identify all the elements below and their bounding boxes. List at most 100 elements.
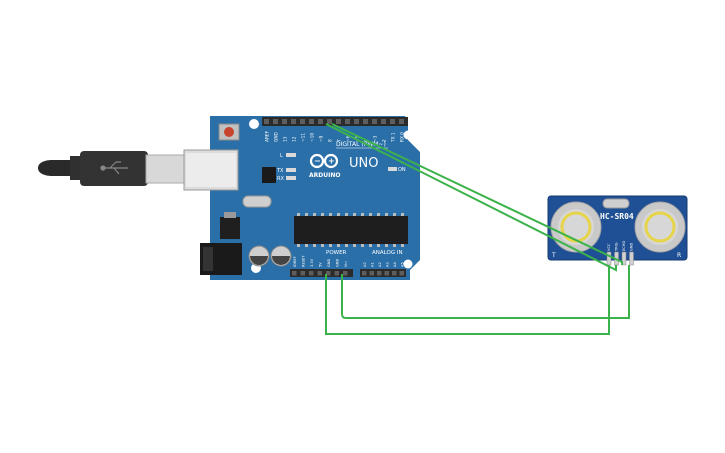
sensor-crystal	[602, 198, 630, 209]
sensor-pin-label: VCC	[607, 243, 611, 251]
digital-pin[interactable]	[282, 119, 287, 124]
wire-vcc[interactable]	[325, 265, 610, 335]
power-pin[interactable]	[292, 271, 297, 276]
analog-pin-label: A3	[385, 262, 389, 267]
digital-pin-label: 8	[328, 139, 334, 142]
voltage-regulator	[220, 217, 240, 239]
digital-pin-label: 13	[283, 136, 289, 142]
sensor-mark-t: T	[551, 252, 556, 259]
digital-pin-label: ~10	[310, 133, 316, 142]
led-l-label: L	[280, 153, 283, 159]
digital-pin[interactable]	[363, 119, 368, 124]
digital-pin[interactable]	[291, 119, 296, 124]
wire-trig[interactable]	[325, 123, 617, 272]
power-pin-label: IOREF	[293, 256, 297, 267]
digital-pin-label: RX 0	[400, 132, 406, 142]
analog-pin-label: A5	[400, 262, 404, 267]
digital-pin-label: 12	[292, 136, 298, 142]
sensor-pin-label: GND	[630, 243, 634, 251]
analog-header[interactable]	[360, 269, 406, 277]
analog-pin-label: A1	[370, 262, 374, 267]
digital-pin-label: ~9	[319, 135, 325, 142]
analog-pin[interactable]	[369, 271, 375, 276]
wire-gnd[interactable]	[341, 265, 630, 319]
digital-pin[interactable]	[390, 119, 395, 124]
wire-echo[interactable]	[331, 123, 623, 265]
analog-pin[interactable]	[377, 271, 382, 276]
digital-pin[interactable]	[327, 119, 332, 124]
usb-cable[interactable]	[38, 151, 185, 186]
led-tx	[286, 168, 296, 172]
usb-icon	[100, 161, 128, 175]
power-pin-label: GND	[327, 259, 331, 267]
sensor-pin[interactable]	[629, 251, 634, 266]
digital-pin[interactable]	[336, 119, 341, 124]
digital-label: DIGITAL (PWM~)	[336, 141, 386, 148]
digital-pin-label: AREF	[265, 130, 271, 142]
led-rx	[286, 176, 296, 180]
digital-pin-label: ~3	[373, 135, 379, 142]
power-pin-label: Vin	[344, 261, 348, 267]
sensor-name: HC-SR04	[600, 212, 634, 221]
power-pin[interactable]	[343, 271, 348, 276]
sensor-pin-label: TRIG	[615, 242, 619, 252]
sensor-pin[interactable]	[621, 251, 627, 266]
digital-pin[interactable]	[354, 119, 359, 124]
digital-pin-label: ~11	[301, 133, 307, 142]
digital-pin[interactable]	[381, 119, 386, 124]
digital-pin[interactable]	[300, 119, 305, 124]
transmitter-transducer	[550, 201, 602, 253]
digital-pin[interactable]	[264, 119, 269, 124]
analog-pin-label: A0	[363, 262, 367, 267]
power-pin-label: 3.3V	[310, 258, 314, 267]
led-on-label: ON	[398, 167, 406, 173]
capacitor	[270, 245, 292, 267]
digital-pin[interactable]	[372, 119, 377, 124]
sensor-pin-label: ECHO	[622, 241, 626, 251]
digital-pin-label: 7	[337, 139, 343, 142]
capacitor	[248, 245, 270, 267]
receiver-transducer	[634, 201, 686, 253]
analog-pin[interactable]	[362, 271, 367, 276]
digital-pin-label: TX 1	[391, 132, 397, 143]
analog-pin[interactable]	[384, 271, 390, 276]
led-rx-label: RX	[277, 176, 284, 182]
sensor-mark-r: R	[677, 252, 681, 259]
crystal	[242, 195, 272, 208]
digital-pin[interactable]	[273, 119, 278, 124]
led-l	[286, 153, 296, 157]
svg-text:−: −	[314, 157, 321, 166]
analog-pin-label: A4	[393, 262, 397, 267]
power-pin[interactable]	[326, 271, 331, 276]
power-pin-label: GND	[335, 259, 339, 267]
arduino-uno-board[interactable]: L TX RX ON − + ARDUINO UNO DIGITAL (PWM~…	[183, 116, 420, 280]
digital-pin[interactable]	[345, 119, 350, 124]
power-label: POWER	[326, 250, 347, 256]
analog-pin[interactable]	[392, 271, 397, 276]
led-on	[388, 167, 397, 171]
digital-pin[interactable]	[309, 119, 314, 124]
wires	[325, 123, 630, 335]
board-model: UNO	[349, 156, 378, 171]
power-pin[interactable]	[300, 271, 306, 276]
analog-pin[interactable]	[399, 271, 405, 276]
power-pin-label: 5V	[318, 262, 322, 267]
icsp-header-top	[262, 167, 276, 183]
digital-pin-label: ~5	[355, 135, 361, 142]
arduino-logo-text: ARDUINO	[309, 172, 340, 179]
power-pin[interactable]	[309, 271, 314, 276]
power-pin[interactable]	[334, 271, 340, 276]
led-tx-label: TX	[276, 168, 284, 174]
digital-pin[interactable]	[399, 119, 404, 124]
digital-pin-label: ~6	[346, 135, 352, 142]
sensor-pin[interactable]	[606, 251, 612, 266]
power-pin[interactable]	[317, 271, 323, 276]
atmega-chip	[294, 216, 408, 244]
digital-header[interactable]	[262, 117, 408, 126]
analog-pin-label: A2	[378, 262, 382, 267]
digital-pin-label: 2	[382, 139, 388, 142]
svg-text:+: +	[328, 157, 335, 166]
digital-pin[interactable]	[318, 119, 323, 124]
